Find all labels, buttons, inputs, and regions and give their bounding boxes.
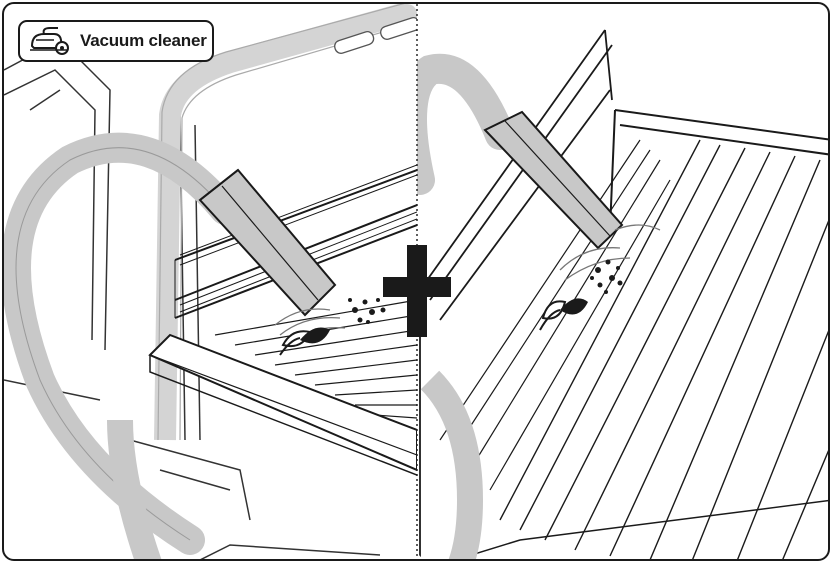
left-panel bbox=[4, 4, 417, 559]
vacuum-nozzle bbox=[198, 168, 337, 317]
badge-label: Vacuum cleaner bbox=[80, 31, 207, 50]
plus-icon bbox=[383, 245, 451, 337]
vacuum-nozzle bbox=[483, 110, 624, 250]
dust-particles-icon bbox=[348, 298, 386, 324]
vacuum-cleaner-icon bbox=[30, 27, 69, 55]
dust-particles-icon bbox=[590, 259, 623, 294]
leaf-debris-icon bbox=[539, 298, 588, 331]
vacuum-cleaner-badge: Vacuum cleaner bbox=[18, 20, 214, 62]
right-panel bbox=[417, 29, 829, 559]
leaf-debris-icon bbox=[279, 327, 330, 356]
